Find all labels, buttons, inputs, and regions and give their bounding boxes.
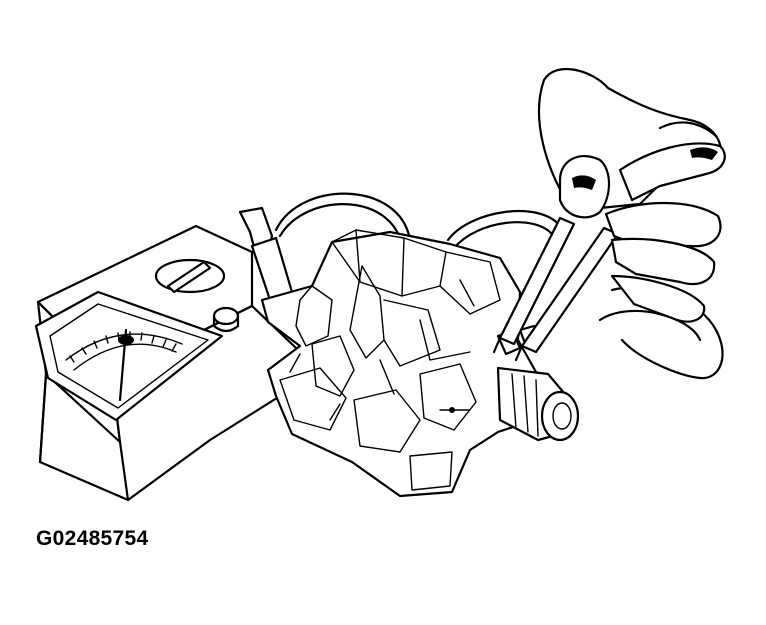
multimeter-icon [34,224,298,502]
hand-icon [537,67,726,323]
selector-knob-icon [154,258,226,294]
zero-adjust-knob-icon [212,306,240,333]
figure-code-label: G02485754 [36,527,149,550]
valve-body-icon [238,206,580,498]
meter-scale-icon [34,290,224,422]
outlet-port-icon [496,366,580,442]
probe-pair-icon [492,216,620,362]
